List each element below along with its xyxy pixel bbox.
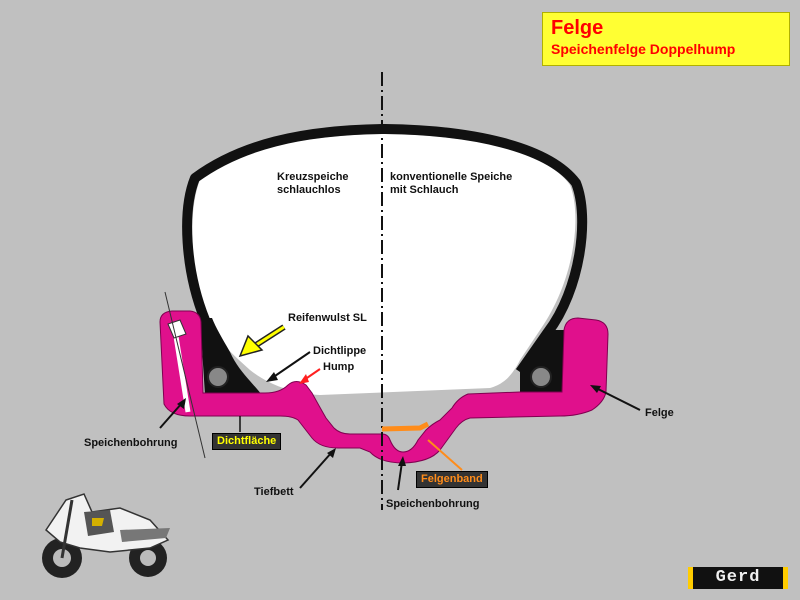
motorcycle-icon bbox=[42, 493, 170, 578]
label-left-half: Kreuzspeiche schlauchlos bbox=[277, 171, 349, 197]
title-sub: Speichenfelge Doppelhump bbox=[551, 41, 736, 57]
tag-dichtflaeche: Dichtfläche bbox=[212, 433, 282, 450]
label-reifenwulst: Reifenwulst SL bbox=[288, 312, 367, 324]
felgenband-strip bbox=[381, 421, 430, 432]
right-bead-core bbox=[530, 366, 552, 388]
speichenbohrung-left-arrow bbox=[159, 402, 183, 429]
speichenbohrung-left-arrow-head bbox=[177, 398, 186, 409]
tire-cavity bbox=[192, 134, 576, 395]
wulst-arrow-shaft-inner bbox=[255, 325, 285, 347]
tire-casing bbox=[182, 124, 588, 375]
label-speichenbohrung-left: Speichenbohrung bbox=[84, 437, 178, 449]
label-speichenbohrung-center: Speichenbohrung bbox=[386, 498, 480, 510]
speichenbohrung-center-arrow bbox=[397, 461, 403, 491]
label-right-half-line1: konventionelle Speiche bbox=[390, 171, 513, 183]
label-tiefbett: Tiefbett bbox=[254, 486, 294, 498]
dichtlippe-arrow-head bbox=[266, 372, 278, 382]
speichenbohrung-center-arrow-head bbox=[398, 456, 406, 466]
brand-logo: Gerd bbox=[688, 567, 788, 589]
felge-arrow bbox=[595, 387, 641, 411]
label-right-half: konventionelle Speiche mit Schlauch bbox=[390, 171, 512, 197]
label-hump: Hump bbox=[323, 361, 355, 373]
label-dichtlippe: Dichtlippe bbox=[313, 345, 367, 357]
title-main: Felge bbox=[551, 17, 604, 39]
spoke-axis-left bbox=[164, 291, 206, 459]
wulst-arrow-head bbox=[238, 334, 264, 358]
hump-arrow-head bbox=[299, 374, 309, 384]
title-box: Felge Speichenfelge Doppelhump bbox=[542, 12, 790, 66]
felge-arrow-head bbox=[590, 385, 601, 393]
tiefbett-arrow-head bbox=[327, 448, 336, 458]
rim-profile bbox=[159, 310, 609, 464]
label-left-half-line1: Kreuzspeiche bbox=[277, 171, 349, 183]
left-bead-core bbox=[207, 366, 229, 388]
label-right-half-line2: mit Schlauch bbox=[390, 184, 459, 196]
label-left-half-line2: schlauchlos bbox=[277, 184, 341, 196]
dichtlippe-arrow bbox=[271, 351, 311, 379]
tiefbett-arrow bbox=[299, 451, 333, 489]
felgenband-leader bbox=[427, 439, 463, 471]
label-felge: Felge bbox=[645, 407, 674, 419]
tag-felgenband: Felgenband bbox=[416, 471, 488, 488]
